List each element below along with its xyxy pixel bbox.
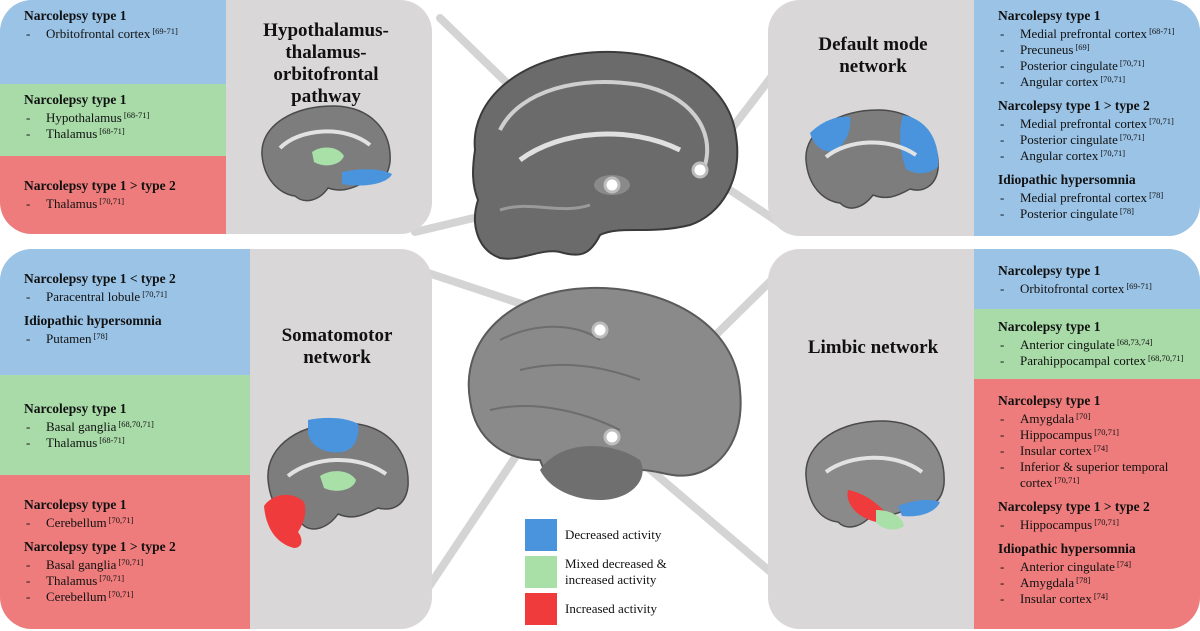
region-item: Amygdala[70] [1000, 411, 1190, 427]
legend-item-decreased: Decreased activity [525, 519, 661, 551]
group-heading: Narcolepsy type 1 [24, 401, 127, 416]
group-heading: Narcolepsy type 1 [998, 263, 1101, 278]
group-heading: Narcolepsy type 1 [998, 393, 1101, 408]
region-item: Amygdala[78] [1000, 575, 1190, 591]
lateral-brain-illustration [467, 286, 742, 500]
group-heading: Idiopathic hypersomnia [998, 541, 1136, 556]
region-item: Inferior & superior temporal cortex[70,7… [1000, 459, 1190, 491]
hto-brain-slice [261, 105, 392, 202]
region-item: Thalamus[70,71] [26, 573, 240, 589]
smn-panel: Narcolepsy type 1 < type 2 Paracentral l… [0, 249, 432, 629]
smn-mixed-band: Narcolepsy type 1 Basal ganglia[68,70,71… [0, 375, 250, 475]
region-item: Orbitofrontal cortex[69-71] [1000, 281, 1190, 297]
smn-title: Somatomotor network [281, 325, 393, 368]
region-item: Hippocampus[70,71] [1000, 517, 1190, 533]
region-item: Posterior cingulate[70,71] [1000, 58, 1190, 74]
limbic-increased-band: Narcolepsy type 1 Amygdala[70] Hippocamp… [974, 379, 1200, 629]
region-item: Thalamus[70,71] [26, 196, 216, 212]
region-item: Precuneus[69] [1000, 42, 1190, 58]
dmn-group-0: Narcolepsy type 1 Medial prefrontal cort… [998, 8, 1190, 90]
legend-label: Increased activity [565, 601, 658, 616]
region-item: Orbitofrontal cortex[69-71] [26, 26, 216, 42]
dmn-title: Default mode network [818, 34, 928, 77]
region-item: Medial prefrontal cortex[70,71] [1000, 116, 1190, 132]
limbic-mixed-band: Narcolepsy type 1 Anterior cingulate[68,… [974, 309, 1200, 379]
group-heading: Narcolepsy type 1 > type 2 [24, 539, 176, 554]
hto-increased-band: Narcolepsy type 1 > type 2 Thalamus[70,7… [0, 156, 226, 234]
hto-title: Hypothalamus-thalamus-orbitofrontal path… [263, 20, 389, 107]
region-item: Posterior cingulate[78] [1000, 206, 1190, 222]
region-item: Hippocampus[70,71] [1000, 427, 1190, 443]
region-item: Cerebellum[70,71] [26, 515, 240, 531]
group-heading: Narcolepsy type 1 [24, 92, 127, 107]
limbic-brain-slice [805, 420, 945, 530]
region-item: Thalamus[68-71] [26, 435, 240, 451]
group-heading: Narcolepsy type 1 [998, 319, 1101, 334]
limbic-title: Limbic network [807, 337, 939, 358]
group-heading: Narcolepsy type 1 [998, 8, 1101, 23]
region-item: Hypothalamus[68-71] [26, 110, 216, 126]
region-item: Anterior cingulate[68,73,74] [1000, 337, 1190, 353]
region-item: Insular cortex[74] [1000, 443, 1190, 459]
dmn-brain-slice [805, 109, 939, 209]
region-item: Parahippocampal cortex[68,70,71] [1000, 353, 1190, 369]
legend-label: Mixed decreased & increased activity [565, 556, 667, 587]
hto-panel: Narcolepsy type 1 Orbitofrontal cortex[6… [0, 0, 432, 234]
group-heading: Idiopathic hypersomnia [998, 172, 1136, 187]
hto-decreased-band: Narcolepsy type 1 Orbitofrontal cortex[6… [0, 0, 226, 84]
region-item: Insular cortex[74] [1000, 591, 1190, 607]
legend-swatch-decreased [525, 519, 557, 551]
region-item: Cerebellum[70,71] [26, 589, 240, 605]
smn-brain-slice [264, 417, 409, 548]
sagittal-brain-illustration [472, 50, 739, 260]
smn-decreased-band: Narcolepsy type 1 < type 2 Paracentral l… [0, 249, 250, 375]
legend-swatch-increased [525, 593, 557, 625]
region-item: Angular cortex[70,71] [1000, 74, 1190, 90]
group-heading: Narcolepsy type 1 > type 2 [24, 178, 176, 193]
dmn-group-1: Narcolepsy type 1 > type 2 Medial prefro… [998, 98, 1190, 164]
group-heading: Narcolepsy type 1 [24, 497, 127, 512]
region-item: Basal ganglia[70,71] [26, 557, 240, 573]
region-item: Posterior cingulate[70,71] [1000, 132, 1190, 148]
dmn-group-2: Idiopathic hypersomnia Medial prefrontal… [998, 172, 1190, 222]
region-item: Anterior cingulate[74] [1000, 559, 1190, 575]
smn-increased-band: Narcolepsy type 1 Cerebellum[70,71] Narc… [0, 475, 250, 629]
legend-item-mixed: Mixed decreased & increased activity [525, 556, 685, 588]
legend-item-increased: Increased activity [525, 593, 657, 625]
region-item: Paracentral lobule[70,71] [26, 289, 240, 305]
dmn-panel: Default mode network Narcolepsy type 1 M… [768, 0, 1200, 236]
group-heading: Idiopathic hypersomnia [24, 313, 162, 328]
limbic-decreased-band: Narcolepsy type 1 Orbitofrontal cortex[6… [974, 249, 1200, 309]
region-item: Basal ganglia[68,70,71] [26, 419, 240, 435]
region-item: Putamen[78] [26, 331, 240, 347]
group-heading: Narcolepsy type 1 > type 2 [998, 98, 1150, 113]
hto-mixed-band: Narcolepsy type 1 Hypothalamus[68-71] Th… [0, 84, 226, 156]
region-item: Medial prefrontal cortex[68-71] [1000, 26, 1190, 42]
legend-swatch-mixed [525, 556, 557, 588]
group-heading: Narcolepsy type 1 > type 2 [998, 499, 1150, 514]
region-item: Medial prefrontal cortex[78] [1000, 190, 1190, 206]
group-heading: Narcolepsy type 1 [24, 8, 127, 23]
dmn-decreased-band: Narcolepsy type 1 Medial prefrontal cort… [974, 0, 1200, 236]
region-item: Thalamus[68-71] [26, 126, 216, 142]
region-item: Angular cortex[70,71] [1000, 148, 1190, 164]
group-heading: Narcolepsy type 1 < type 2 [24, 271, 176, 286]
limbic-panel: Limbic network Narcolepsy type 1 Orbitof… [768, 249, 1200, 629]
legend-label: Decreased activity [565, 527, 662, 542]
